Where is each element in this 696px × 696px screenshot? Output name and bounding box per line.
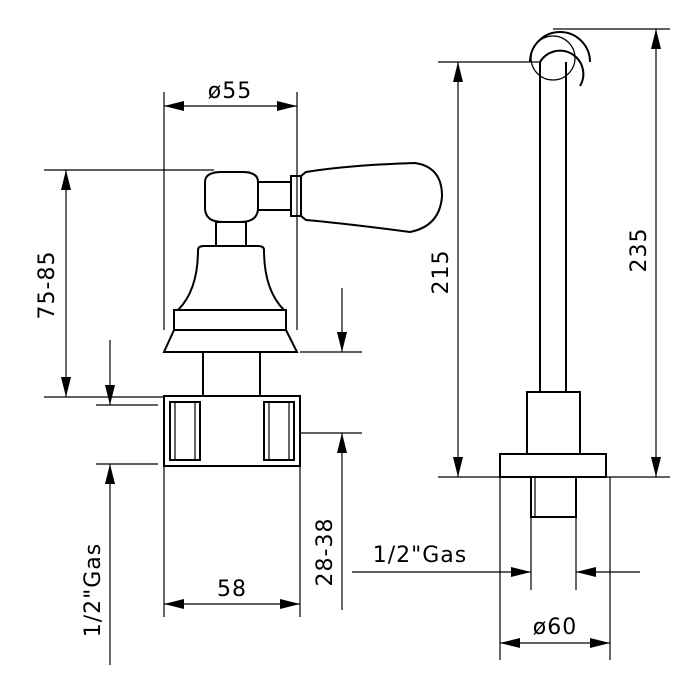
dim-spout-inner: 215	[429, 61, 540, 478]
bell-cover	[175, 245, 287, 311]
dim-label-handle-diameter: ø55	[208, 79, 252, 104]
dim-label-body-width: 58	[217, 577, 247, 602]
dim-label-left-thread: 1/2"Gas	[81, 543, 106, 638]
dim-right-thread: 1/2"Gas	[352, 517, 640, 590]
dim-left-thread: 1/2"Gas	[81, 340, 158, 665]
spout-assembly	[499, 31, 607, 518]
lever-collar	[290, 175, 302, 217]
dim-flange-diameter: ø60	[499, 477, 611, 660]
dim-label-wall-range: 28-38	[313, 518, 338, 587]
spout-curve	[539, 49, 585, 87]
dim-label-right-thread: 1/2"Gas	[373, 543, 468, 568]
dim-spout-total: 235	[553, 28, 670, 478]
dim-label-height-range: 75-85	[35, 251, 60, 320]
spout-flange	[499, 453, 607, 478]
lever-grip	[300, 161, 444, 234]
spout-sleeve	[526, 391, 581, 455]
dim-wall-range: 28-38	[300, 288, 362, 610]
flange-base	[162, 329, 299, 353]
dim-height-range: 75-85	[35, 169, 214, 398]
dim-label-spout-inner: 215	[429, 250, 454, 295]
dim-handle-diameter: ø55	[163, 79, 298, 330]
valve-neck	[202, 351, 261, 397]
spout-connector	[530, 476, 577, 518]
lever-hub	[204, 171, 259, 223]
valve-body	[163, 395, 301, 467]
valve-stem	[215, 221, 247, 247]
dim-body-width: 58	[163, 466, 301, 617]
dim-label-flange-diameter: ø60	[533, 615, 577, 640]
valve-assembly	[162, 161, 444, 467]
dim-label-spout-total: 235	[627, 228, 652, 273]
